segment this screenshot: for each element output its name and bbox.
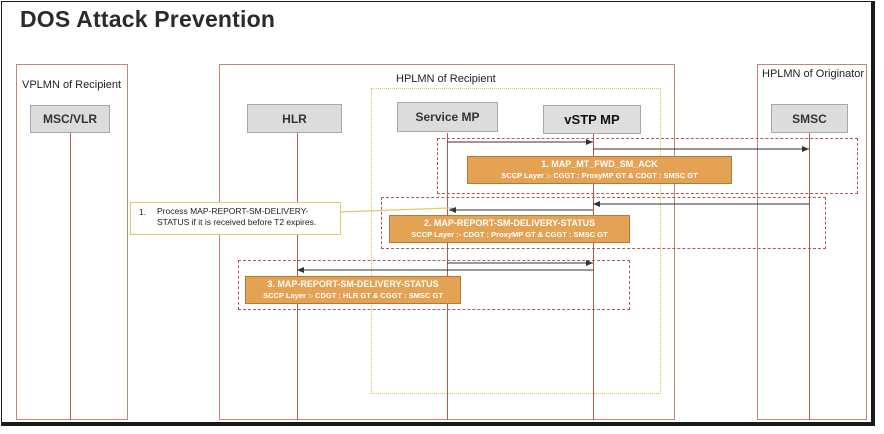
message-3-title: 3. MAP-REPORT-SM-DELIVERY-STATUS	[267, 279, 439, 289]
proxy-boundary	[371, 88, 661, 394]
node-vstp-mp: vSTP MP	[543, 105, 641, 134]
message-3-sccp: SCCP Layer :- CDGT : HLR GT & CGGT : SMS…	[263, 291, 443, 300]
message-1-title: 1. MAP_MT_FWD_SM_ACK	[541, 159, 658, 169]
lifeline-msc	[70, 133, 71, 420]
message-2-sccp: SCCP Layer :- CDGT : ProxyMP GT & CGGT :…	[411, 230, 608, 239]
message-2-title: 2. MAP-REPORT-SM-DELIVERY-STATUS	[423, 218, 596, 228]
node-service-mp: Service MP	[397, 102, 498, 132]
message-1: 1. MAP_MT_FWD_SM_ACK SCCP Layer :- CGGT …	[467, 156, 732, 184]
lifeline-smsc	[809, 133, 810, 420]
lifeline-vstp-mp	[593, 133, 594, 420]
note-callout: 1. Process MAP-REPORT-SM-DELIVERY-STATUS…	[130, 202, 341, 235]
region-originator-label: HPLMN of Originator	[762, 68, 865, 80]
step-3-group	[238, 260, 630, 310]
message-3: 3. MAP-REPORT-SM-DELIVERY-STATUS SCCP La…	[245, 276, 461, 304]
region-vplmn	[16, 64, 128, 420]
page-title: DOS Attack Prevention	[20, 6, 276, 32]
region-hplmn-label: HPLMN of Recipient	[396, 73, 496, 85]
region-vplmn-label: VPLMN of Recipient	[22, 79, 122, 91]
note-text: Process MAP-REPORT-SM-DELIVERY-STATUS if…	[157, 206, 317, 227]
step-2-group	[381, 197, 826, 249]
node-msc-vlr: MSC/VLR	[30, 105, 110, 133]
message-1-sccp: SCCP Layer :- CGGT : ProxyMP GT & CDGT :…	[501, 171, 698, 180]
message-2: 2. MAP-REPORT-SM-DELIVERY-STATUS SCCP La…	[389, 215, 630, 243]
node-smsc: SMSC	[771, 104, 848, 133]
note-number: 1.	[139, 207, 147, 217]
step-1-group	[437, 138, 858, 194]
node-hlr: HLR	[247, 104, 342, 133]
region-originator	[757, 64, 867, 420]
